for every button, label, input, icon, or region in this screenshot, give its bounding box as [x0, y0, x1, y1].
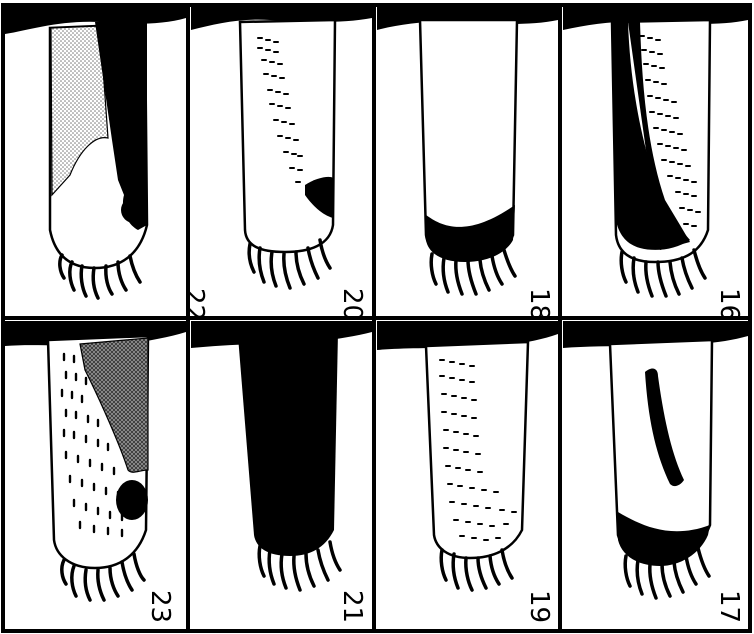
figure-number: 22: [179, 288, 209, 321]
figure-number: 20: [337, 288, 367, 321]
figure-23: 23: [5, 321, 186, 623]
figure-number: 16: [714, 288, 744, 321]
figure-16: 16: [563, 7, 748, 321]
black-spot: [121, 197, 147, 223]
figure-18: 18: [377, 7, 558, 321]
black-spot: [116, 480, 148, 520]
figure-number: 23: [145, 590, 175, 623]
segment-outline: [240, 20, 335, 252]
figure-21: 21: [191, 321, 372, 623]
figure-20: 20: [191, 7, 372, 321]
figure-22: 22: [5, 7, 209, 321]
figure-number: 21: [337, 590, 367, 623]
figure-number: 17: [714, 590, 744, 623]
figure-number: 18: [524, 288, 554, 321]
segment-outline: [426, 342, 528, 558]
solid-black-segment: [238, 332, 338, 556]
figure-number: 19: [524, 590, 554, 623]
figure-19: 19: [377, 321, 558, 623]
figure-17: 17: [563, 321, 748, 623]
